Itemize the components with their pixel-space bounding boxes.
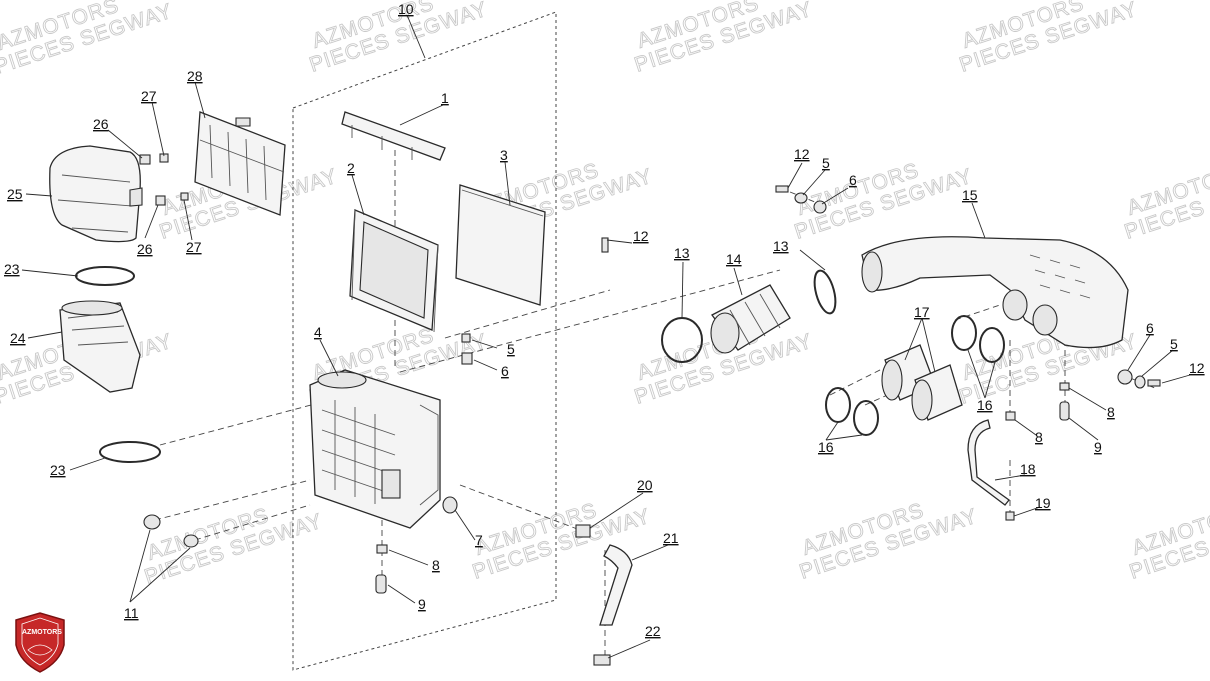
callout-18: 18: [1020, 461, 1036, 477]
part-22-clamp: [593, 654, 611, 666]
part-6-grommet: [813, 200, 827, 214]
part-26-nut: [155, 195, 166, 206]
callout-11: 11: [124, 605, 139, 621]
callout-labels: 10 1 2 3 4 5 6 7 8 9 27 26 28 25 23 24 2…: [4, 1, 1205, 639]
callout-28: 28: [187, 68, 203, 84]
callout-24: 24: [10, 330, 26, 346]
callout-5: 5: [507, 341, 515, 357]
small-fasteners-left: [139, 153, 189, 206]
right-fasteners-top: [775, 185, 827, 214]
callout-20: 20: [637, 477, 653, 493]
callout-4: 4: [314, 324, 322, 340]
part-25-intake-cover: [49, 145, 143, 243]
callout-2: 2: [347, 160, 355, 176]
shield-icon: [15, 612, 65, 673]
watermark: AZMOTORS PIECES SEGWAY: [306, 0, 491, 77]
callout-26: 26: [137, 241, 153, 257]
part-7-drain: [442, 496, 458, 514]
watermark: AZMOTORS PIECES SEGWAY: [956, 0, 1141, 77]
callout-13: 13: [773, 238, 789, 254]
part-21-drain-hose: [575, 524, 633, 666]
part-12-screw: [601, 237, 609, 253]
callout-27: 27: [186, 239, 202, 255]
callout-5: 5: [1170, 336, 1178, 352]
callout-22: 22: [645, 623, 661, 639]
callout-6: 6: [501, 363, 509, 379]
watermark: AZMOTORS PIECES SEGWAY: [1121, 158, 1210, 244]
part-14-intake-boot: [710, 284, 791, 354]
part-12-bolt: [775, 185, 789, 193]
callout-13: 13: [674, 245, 690, 261]
callout-12: 12: [633, 228, 649, 244]
callout-5: 5: [822, 155, 830, 171]
watermark: AZMOTORS PIECES SEGWAY: [631, 0, 816, 77]
callout-8: 8: [1107, 404, 1115, 420]
callout-26: 26: [93, 116, 109, 132]
part-28-filter-grid: [194, 111, 286, 216]
part-11-grommets: [143, 514, 199, 548]
right-fasteners-side: [1005, 369, 1161, 421]
callout-9: 9: [418, 596, 426, 612]
callout-8: 8: [1035, 429, 1043, 445]
callout-8: 8: [432, 557, 440, 573]
part-5-bolt: [461, 333, 471, 343]
part-8-clip: [1005, 411, 1016, 421]
callout-10: 10: [398, 1, 414, 17]
assembly-10-boundary: [292, 11, 557, 671]
part-26-nut: [139, 154, 151, 165]
part-2-filter-frame: [349, 209, 439, 333]
center-fasteners: [375, 237, 609, 594]
callout-16: 16: [818, 439, 834, 455]
part-19-clip: [1005, 511, 1015, 521]
callout-12: 12: [794, 146, 810, 162]
watermark: AZMOTORS PIECES SEGWAY: [796, 498, 981, 584]
leader-lines: [21, 14, 1191, 659]
callout-23: 23: [4, 261, 20, 277]
part-18-breather-hose: [967, 419, 1015, 521]
part-20-clamp: [575, 524, 591, 538]
callout-1: 1: [441, 90, 449, 106]
watermark: AZMOTORS PIECES SEGWAY: [141, 503, 326, 589]
part-8-clip: [1059, 382, 1070, 391]
callout-17: 17: [914, 304, 930, 320]
part-6-grommet: [1117, 369, 1133, 385]
part-9-plug: [375, 574, 387, 594]
part-3-filter-element: [455, 184, 546, 306]
part-16-clamps: [825, 315, 1005, 436]
callout-3: 3: [500, 147, 508, 163]
part-8-clip: [376, 544, 388, 554]
part-27-screw: [180, 192, 189, 201]
part-12-bolt: [1147, 379, 1161, 387]
part-24-inlet-duct: [59, 300, 141, 393]
callout-12: 12: [1189, 360, 1205, 376]
part-5-washer: [794, 192, 808, 204]
callout-16: 16: [977, 397, 993, 413]
callout-9: 9: [1094, 439, 1102, 455]
callout-6: 6: [849, 172, 857, 188]
callout-27: 27: [141, 88, 157, 104]
part-15-intake-duct: [861, 236, 1129, 349]
callout-15: 15: [962, 187, 978, 203]
callout-21: 21: [663, 530, 679, 546]
watermark: AZMOTORS PIECES SEGWAY: [791, 158, 976, 244]
watermark: AZMOTORS PIECES SEGWAY: [1126, 498, 1210, 584]
part-6-grommet: [461, 352, 473, 365]
part-5-washer: [1134, 375, 1146, 389]
part-1-top-strip: [341, 111, 446, 161]
callout-7: 7: [475, 532, 483, 548]
callout-6: 6: [1146, 320, 1154, 336]
part-4-airbox-housing: [309, 369, 441, 529]
part-9-plug: [1059, 401, 1070, 421]
watermark: AZMOTORS PIECES SEGWAY: [0, 0, 176, 79]
azmotors-logo: AZMOTORS: [15, 612, 65, 673]
callout-23: 23: [50, 462, 66, 478]
callout-14: 14: [726, 251, 742, 267]
callout-25: 25: [7, 186, 23, 202]
logo-text: AZMOTORS: [22, 629, 62, 636]
callout-19: 19: [1035, 495, 1051, 511]
part-17-sleeves: [881, 344, 963, 421]
